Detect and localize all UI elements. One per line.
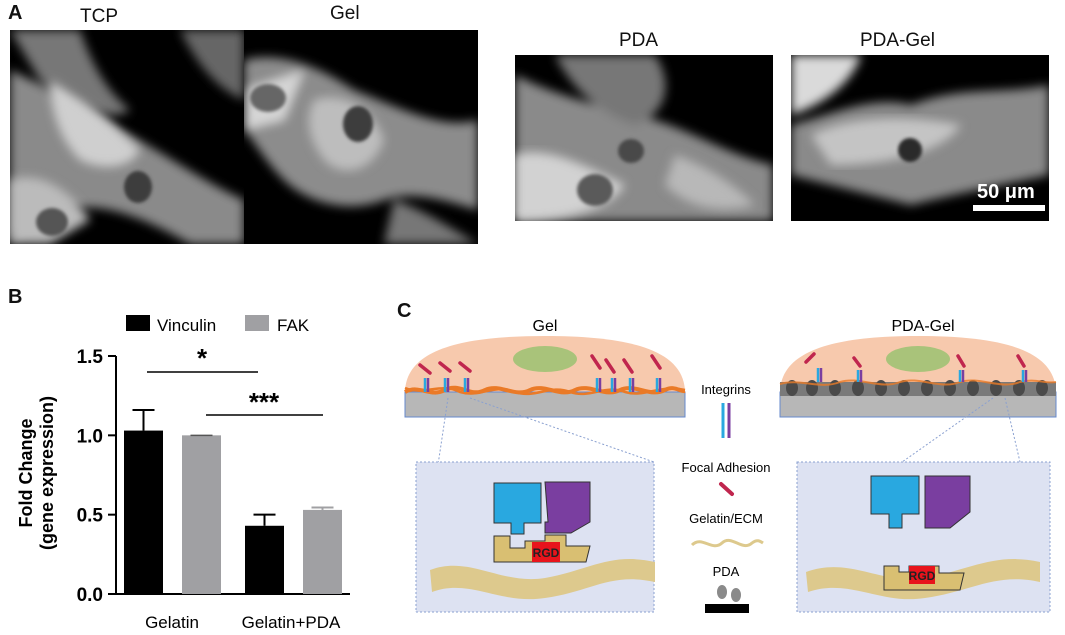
pda-gel-label: PDA-Gel (860, 30, 935, 51)
fold-change-chart: Vinculin FAK Fold Change (gene expressio… (16, 315, 350, 632)
bar-vinculin-0 (124, 430, 163, 594)
gel-rgd-site (532, 542, 560, 562)
diagram-title-gel: Gel (533, 318, 558, 335)
y-tick-label: 1.5 (77, 347, 104, 368)
gel-cell-nucleus (513, 346, 577, 372)
scale-bar-label: 50 μm (977, 181, 1035, 203)
legend-pda-particle-icon (717, 585, 727, 599)
diagram-legend: Integrins Focal Adhesion Gelatin/ECM PDA (682, 382, 771, 613)
legend-gelatin-label: Gelatin/ECM (689, 511, 763, 526)
significance-star-1: * (197, 343, 208, 373)
pda-gel-substrate (779, 391, 1057, 418)
legend-pda-label: PDA (713, 564, 740, 579)
panel-b-letter: B (8, 286, 23, 308)
pda-label: PDA (619, 30, 659, 51)
y-tick-label: 1.0 (77, 426, 103, 447)
category-label-gelatin: Gelatin (145, 613, 199, 632)
gel-integrin-alpha (493, 482, 542, 535)
legend-focal-adhesion-label: Focal Adhesion (682, 460, 771, 475)
gel-substrate (404, 391, 686, 418)
pda-gel-cell-schematic (779, 336, 1057, 418)
gel-zoom-panel: RGD (415, 461, 655, 613)
bar-fak-1 (303, 509, 342, 594)
gel-integrin-beta (544, 481, 591, 534)
tcp-micrograph (10, 30, 244, 244)
tcp-label: TCP (80, 6, 118, 27)
y-tick-label: 0.0 (77, 585, 103, 606)
significance-star-2: *** (249, 387, 280, 417)
gel-label: Gel (330, 3, 360, 24)
gel-gelatin-strand (430, 559, 655, 600)
legend-label-vinculin: Vinculin (157, 316, 216, 335)
legend-pda-layer-icon (705, 604, 749, 613)
category-label-gelatin-pda: Gelatin+PDA (242, 613, 341, 632)
y-ticks: 0.0 0.5 1.0 1.5 (77, 347, 116, 606)
gel-rgd-label: RGD (533, 546, 560, 560)
gel-micrograph (244, 30, 478, 244)
bar-vinculin-1 (245, 525, 284, 594)
pda-micrograph (515, 55, 773, 221)
legend-pda-particle-icon (731, 588, 741, 602)
pda-gel-micrograph (791, 55, 1049, 221)
legend-gelatin-icon (690, 538, 764, 548)
legend-label-fak: FAK (277, 316, 310, 335)
diagram-title-pda-gel: PDA-Gel (891, 318, 954, 335)
legend-focal-adhesion-icon (719, 482, 734, 496)
panel-a-letter: A (8, 2, 23, 24)
mechanism-diagram: Gel PDA-Gel (404, 318, 1057, 613)
pda-gel-cell-nucleus (886, 346, 950, 372)
legend-swatch-fak (245, 315, 269, 331)
y-axis-label-line2: (gene expression) (37, 396, 57, 550)
gel-cell-schematic (404, 336, 686, 418)
panel-c-letter: C (397, 300, 412, 322)
legend-swatch-vinculin (126, 315, 150, 331)
pda-gel-integrin-beta (924, 475, 971, 529)
pda-gel-zoom-panel: RGD (796, 461, 1051, 613)
pda-layer (780, 382, 1056, 396)
legend-integrins-label: Integrins (701, 382, 751, 397)
bars (124, 408, 342, 594)
bar-fak-0 (182, 435, 221, 594)
pda-gel-rgd-site (909, 566, 935, 584)
y-axis-label-line1: Fold Change (16, 419, 36, 528)
pda-gel-rgd-label: RGD (909, 569, 936, 583)
y-tick-label: 0.5 (77, 506, 104, 527)
pda-gel-integrin-alpha (870, 475, 920, 529)
